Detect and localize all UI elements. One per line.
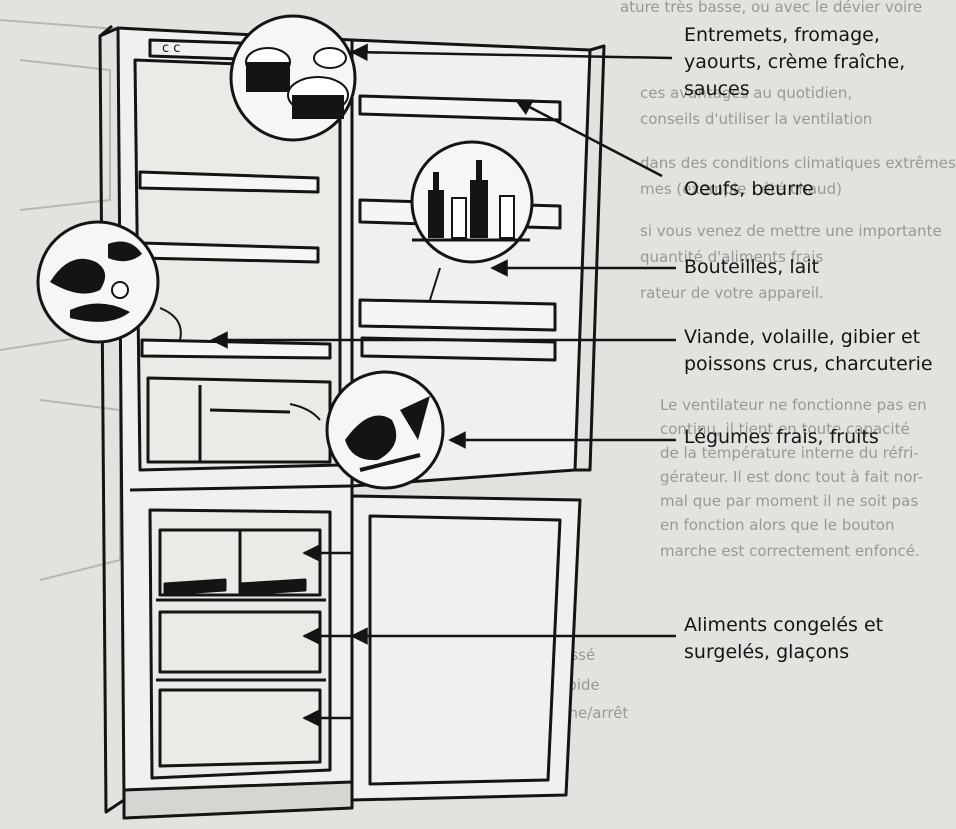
bleed-through-line: conseils d'utiliser la ventilation [640, 110, 872, 128]
detail-circle-vegetables [289, 370, 445, 490]
fridge-body: c c [98, 24, 354, 820]
detail-circle-meat [36, 220, 182, 344]
label-freezer: Aliments congelés et surgelés, glaçons [684, 614, 884, 663]
label-meat: Viande, volaille, gibier et poissons cru… [684, 326, 933, 375]
arrow-door-top [350, 43, 673, 62]
bleed-through-line: ces avantages au quotidien, [640, 84, 852, 102]
detail-circle-bottles [410, 140, 534, 301]
label-door-top: Entremets, fromage, yaourts, crème fraîc… [684, 24, 906, 100]
svg-text:c c: c c [162, 41, 180, 56]
detail-circle-dairy [229, 14, 357, 142]
bleed-through-line: dans des conditions climatiques extrêmes [640, 154, 956, 172]
bleed-through-line: quantité d'aliments frais [640, 248, 823, 266]
label-bottles: Bouteilles, lait [684, 256, 819, 278]
bleed-through-line: si vous venez de mettre une importante [640, 222, 942, 240]
bleed-through-line: gérateur. Il est donc tout à fait nor- [660, 468, 923, 486]
arrow-eggs [514, 98, 663, 178]
label-eggs: Oeufs, beurre [684, 178, 814, 200]
bleed-through-line: continu, il tient en toute capacité [660, 420, 910, 438]
label-vegetables: Légumes frais, fruits [684, 426, 879, 448]
arrows [210, 43, 676, 727]
bleed-through-line: de la température interne du réfri- [660, 444, 919, 462]
bleed-through-line: marche est correctement enfoncé. [660, 542, 920, 560]
bleed-through-line: mal que par moment il ne soit pas [660, 492, 918, 510]
bleed-through-line: en fonction alors que le bouton [660, 516, 894, 534]
bleed-through-line: mes (exemple : été chaud) [640, 180, 842, 198]
bleed-through-line: ature très basse, ou avec le dévier voir… [620, 0, 922, 16]
bleed-through-line: rateur de votre appareil. [640, 284, 824, 302]
bleed-through-line: Le ventilateur ne fonctionne pas en [660, 396, 927, 414]
